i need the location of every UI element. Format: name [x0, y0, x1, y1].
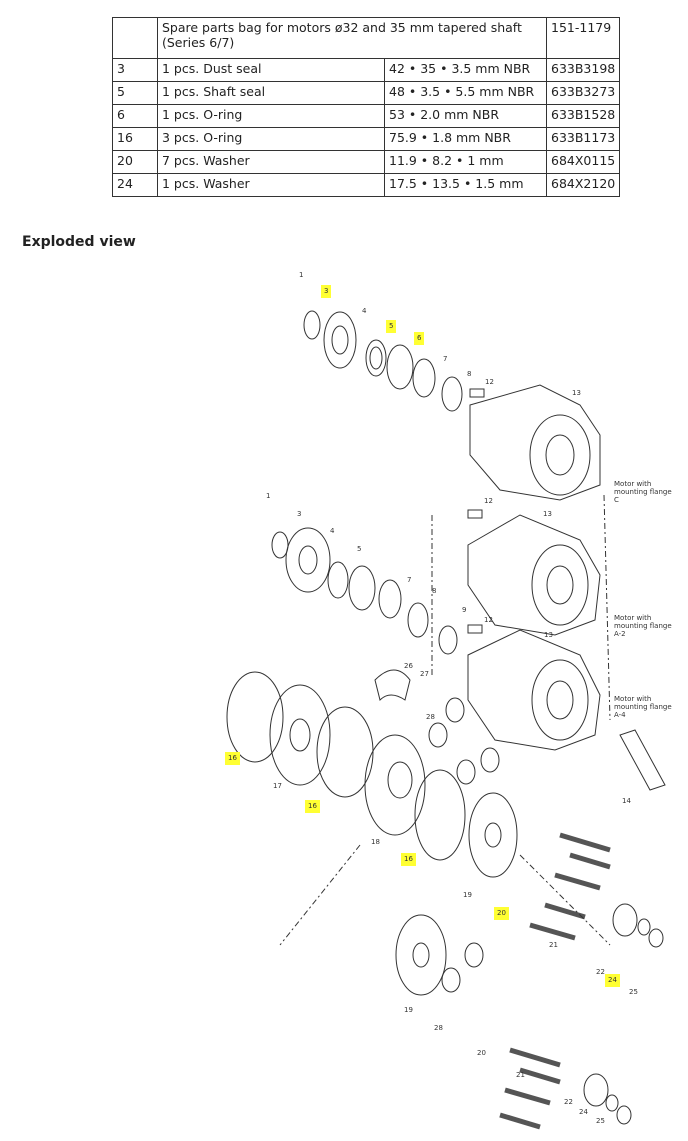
part-number-cell: 633B3198 — [545, 58, 621, 82]
highlighted-callout: 20 — [494, 907, 509, 920]
callout: 28 — [434, 1024, 443, 1032]
callout: 17 — [273, 782, 282, 790]
callout: 12 — [484, 616, 493, 624]
callout: 3 — [297, 510, 302, 518]
callout: 4 — [330, 527, 335, 535]
highlighted-callout: 24 — [605, 974, 620, 987]
callout: 5 — [357, 545, 362, 553]
ref-cell: 24 — [112, 173, 158, 197]
ref-cell: 20 — [112, 150, 158, 174]
description-cell: 1 pcs. Shaft seal — [157, 81, 385, 105]
highlighted-callout: 3 — [321, 285, 332, 298]
callout: 8 — [432, 587, 437, 595]
spec-cell: 11.9 • 8.2 • 1 mm — [384, 150, 547, 174]
part-number-cell: 684X2120 — [545, 173, 621, 197]
part-number-cell: 633B1173 — [545, 127, 621, 151]
section-title: Exploded view — [22, 234, 136, 250]
callout: 12 — [485, 378, 494, 386]
exploded-view-diagram — [226, 310, 666, 1130]
highlighted-callout: 5 — [386, 320, 397, 333]
dashed-guide-lines — [279, 494, 611, 946]
part-number-cell: 151-1179 — [545, 17, 621, 59]
description-cell: 3 pcs. O-ring — [157, 127, 385, 151]
ref-cell: 5 — [112, 81, 158, 105]
part-number-cell: 633B1528 — [545, 104, 621, 128]
ref-cell: 6 — [112, 104, 158, 128]
callout: 19 — [404, 1006, 413, 1014]
callout: 13 — [544, 631, 553, 639]
part-number-cell: 633B3273 — [545, 81, 621, 105]
callout: 28 — [426, 713, 435, 721]
ref-cell: 3 — [112, 58, 158, 82]
description-cell: 1 pcs. O-ring — [157, 104, 385, 128]
motor-label-flange-c: Motor with mounting flange C — [614, 480, 672, 504]
callout: 27 — [420, 670, 429, 678]
callout: 19 — [463, 891, 472, 899]
spec-cell: 75.9 • 1.8 mm NBR — [384, 127, 547, 151]
motor-flange-c-assembly — [303, 310, 601, 501]
spare-parts-table: Spare parts bag for motors ø32 and 35 mm… — [112, 17, 621, 197]
spec-cell: 42 • 35 • 3.5 mm NBR — [384, 58, 547, 82]
callout: 14 — [622, 797, 631, 805]
description-cell: Spare parts bag for motors ø32 and 35 mm… — [157, 17, 547, 59]
callout: 25 — [629, 988, 638, 996]
part-number-cell: 684X0115 — [545, 150, 621, 174]
callout: 26 — [404, 662, 413, 670]
callout: 7 — [407, 576, 412, 584]
ref-cell — [112, 17, 158, 59]
callout: 18 — [371, 838, 380, 846]
description-cell: 1 pcs. Dust seal — [157, 58, 385, 82]
highlighted-callout: 16 — [401, 853, 416, 866]
spec-cell: 53 • 2.0 mm NBR — [384, 104, 547, 128]
description-cell: 1 pcs. Washer — [157, 173, 385, 197]
callout: 1 — [299, 271, 304, 279]
spec-cell: 48 • 3.5 • 5.5 mm NBR — [384, 81, 547, 105]
callout: 13 — [572, 389, 581, 397]
motor-flange-a2-assembly — [271, 509, 601, 751]
callout: 1 — [266, 492, 271, 500]
callout: 21 — [549, 941, 558, 949]
callout: 24 — [579, 1108, 588, 1116]
spec-cell: 17.5 • 13.5 • 1.5 mm — [384, 173, 547, 197]
callout: 22 — [564, 1098, 573, 1106]
description-cell: 7 pcs. Washer — [157, 150, 385, 174]
callout: 9 — [462, 606, 467, 614]
table-header-row: Spare parts bag for motors ø32 and 35 mm… — [112, 17, 621, 59]
callout: 20 — [477, 1049, 486, 1057]
callout: 21 — [516, 1071, 525, 1079]
highlighted-callout: 6 — [414, 332, 425, 345]
callout: 13 — [543, 510, 552, 518]
highlighted-callout: 16 — [305, 800, 320, 813]
highlighted-callout: 16 — [225, 752, 240, 765]
gerotor-assembly — [226, 669, 666, 1130]
callout: 25 — [596, 1117, 605, 1125]
callout: 22 — [596, 968, 605, 976]
callout: 12 — [484, 497, 493, 505]
ref-cell: 16 — [112, 127, 158, 151]
callout: 8 — [467, 370, 472, 378]
motor-label-flange-a4: Motor with mounting flange A-4 — [614, 695, 672, 719]
callout: 7 — [443, 355, 448, 363]
motor-label-flange-a2: Motor with mounting flange A-2 — [614, 614, 672, 638]
callout: 4 — [362, 307, 367, 315]
